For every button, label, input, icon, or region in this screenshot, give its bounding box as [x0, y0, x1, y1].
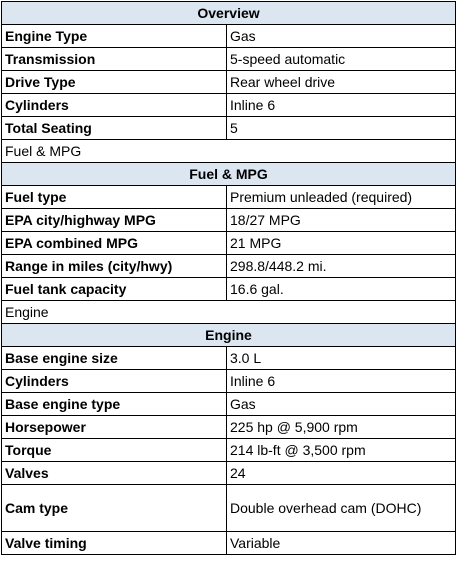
table-row: Valves 24 [1, 461, 456, 485]
table-row: Base engine size 3.0 L [1, 346, 456, 370]
row-label[interactable]: Horsepower [1, 415, 227, 439]
row-label[interactable]: Base engine type [1, 392, 227, 416]
spec-sheet-table: Overview Engine Type Gas Transmission 5-… [0, 1, 456, 555]
row-value[interactable]: 225 hp @ 5,900 rpm [225, 415, 456, 439]
table-row: Cylinders Inline 6 [1, 369, 456, 393]
row-value[interactable]: Gas [225, 392, 456, 416]
row-label[interactable]: Transmission [1, 47, 227, 71]
table-row: Cam type Double overhead cam (DOHC) [1, 484, 456, 532]
table-row: Torque 214 lb-ft @ 3,500 rpm [1, 438, 456, 462]
row-value[interactable]: 3.0 L [225, 346, 456, 370]
table-row: EPA combined MPG 21 MPG [1, 231, 456, 255]
row-value[interactable]: Inline 6 [225, 369, 456, 393]
row-value[interactable]: 298.8/448.2 mi. [225, 254, 456, 278]
row-value[interactable]: 16.6 gal. [225, 277, 456, 301]
row-value[interactable]: 5-speed automatic [225, 47, 456, 71]
table-row: Range in miles (city/hwy) 298.8/448.2 mi… [1, 254, 456, 278]
row-label[interactable]: Cylinders [1, 93, 227, 117]
section-title-fuel-mpg[interactable]: Fuel & MPG [0, 162, 456, 186]
row-label[interactable]: Valves [1, 461, 227, 485]
separator-row: Fuel & MPG [0, 139, 456, 163]
row-value[interactable]: Rear wheel drive [225, 70, 456, 94]
table-row: Fuel tank capacity 16.6 gal. [1, 277, 456, 301]
section-header-row: Fuel & MPG [0, 162, 456, 186]
section-header-row: Overview [0, 1, 456, 25]
separator-text[interactable]: Fuel & MPG [0, 139, 456, 163]
row-label[interactable]: Torque [1, 438, 227, 462]
row-label[interactable]: Fuel tank capacity [1, 277, 227, 301]
row-label[interactable]: Base engine size [1, 346, 227, 370]
row-value[interactable]: Premium unleaded (required) [225, 185, 456, 209]
row-label[interactable]: Range in miles (city/hwy) [1, 254, 227, 278]
separator-text[interactable]: Engine [0, 300, 456, 324]
row-label[interactable]: EPA combined MPG [1, 231, 227, 255]
row-value[interactable]: 18/27 MPG [225, 208, 456, 232]
row-value[interactable]: Double overhead cam (DOHC) [225, 484, 456, 532]
row-label[interactable]: Drive Type [1, 70, 227, 94]
table-row: Drive Type Rear wheel drive [1, 70, 456, 94]
row-label[interactable]: Valve timing [1, 531, 227, 555]
section-title-engine[interactable]: Engine [0, 323, 456, 347]
row-value[interactable]: Inline 6 [225, 93, 456, 117]
table-row: Engine Type Gas [1, 24, 456, 48]
table-row: Base engine type Gas [1, 392, 456, 416]
row-value[interactable]: 214 lb-ft @ 3,500 rpm [225, 438, 456, 462]
separator-row: Engine [0, 300, 456, 324]
table-row: EPA city/highway MPG 18/27 MPG [1, 208, 456, 232]
row-label[interactable]: Fuel type [1, 185, 227, 209]
table-row: Fuel type Premium unleaded (required) [1, 185, 456, 209]
row-label[interactable]: Total Seating [1, 116, 227, 140]
table-row: Transmission 5-speed automatic [1, 47, 456, 71]
table-row: Total Seating 5 [1, 116, 456, 140]
row-value[interactable]: 24 [225, 461, 456, 485]
section-title-overview[interactable]: Overview [0, 1, 456, 25]
row-label[interactable]: Engine Type [1, 24, 227, 48]
table-row: Cylinders Inline 6 [1, 93, 456, 117]
table-row: Valve timing Variable [1, 531, 456, 555]
row-value[interactable]: 21 MPG [225, 231, 456, 255]
table-row: Horsepower 225 hp @ 5,900 rpm [1, 415, 456, 439]
section-header-row: Engine [0, 323, 456, 347]
row-label[interactable]: Cylinders [1, 369, 227, 393]
row-value[interactable]: Variable [225, 531, 456, 555]
row-value[interactable]: Gas [225, 24, 456, 48]
row-label[interactable]: Cam type [1, 484, 227, 532]
row-value[interactable]: 5 [225, 116, 456, 140]
row-label[interactable]: EPA city/highway MPG [1, 208, 227, 232]
